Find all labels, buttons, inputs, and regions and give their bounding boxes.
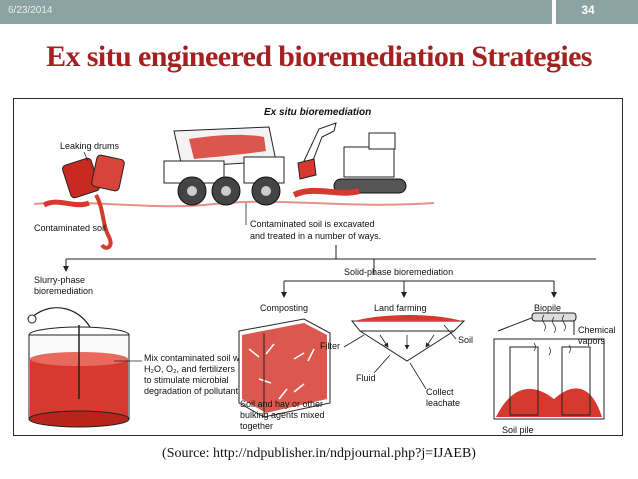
- slide-title: Ex situ engineered bioremediation Strate…: [46, 40, 592, 73]
- composting-pile-illustration: [238, 318, 331, 418]
- collect-label-line1: Collect: [426, 387, 454, 397]
- soil-label: Soil: [458, 335, 473, 345]
- solid-phase-label: Solid-phase bioremediation: [344, 267, 453, 277]
- biopile-illustration: [493, 312, 605, 420]
- bioremediation-diagram: Ex situ bioremediation Leaking drums Con…: [13, 98, 623, 436]
- filter-label: Filter: [320, 341, 340, 351]
- chemical-vapors-label-line2: vapors: [578, 336, 606, 346]
- diagram-heading: Ex situ bioremediation: [264, 107, 371, 118]
- mix-label-line4: degradation of pollutants: [144, 386, 243, 396]
- chemical-vapors-label-line1: Chemical: [578, 325, 616, 335]
- mix-label-line3: to stimulate microbial: [144, 375, 229, 385]
- collect-label-line2: leachate: [426, 398, 460, 408]
- biopile-label: Biopile: [534, 303, 561, 313]
- soil-hay-label-line3: together: [240, 421, 273, 431]
- leaking-drums-label: Leaking drums: [60, 141, 120, 151]
- excavation-label-line2: and treated in a number of ways.: [250, 231, 381, 241]
- diagram-canvas: Ex situ bioremediation Leaking drums Con…: [27, 107, 616, 435]
- mix-label-line2: H₂O, O₂, and fertilizers: [144, 364, 236, 374]
- soil-hay-label-line2: bulking agents mixed: [240, 410, 325, 420]
- leaking-drums-illustration: [42, 154, 125, 250]
- slide-page-number: 34: [581, 3, 595, 17]
- dump-truck-illustration: [163, 126, 285, 206]
- slide-date: 6/23/2014: [8, 5, 53, 16]
- ground-line: [33, 200, 435, 208]
- mix-label-line1: Mix contaminated soil with: [144, 353, 249, 363]
- slurry-phase-label-line2: bioremediation: [34, 286, 93, 296]
- slurry-reactor-illustration: [27, 307, 130, 428]
- excavator-illustration: [292, 122, 407, 198]
- excavation-label-line1: Contaminated soil is excavated: [250, 219, 375, 229]
- contaminated-soil-label: Contaminated soil: [34, 223, 106, 233]
- soil-hay-label-line1: Soil and hay or other: [240, 399, 323, 409]
- land-farming-illustration: [350, 315, 466, 362]
- fluid-label: Fluid: [356, 373, 376, 383]
- slurry-phase-label-line1: Slurry-phase: [34, 275, 85, 285]
- source-citation: (Source: http://ndpublisher.in/ndpjourna…: [162, 446, 476, 461]
- slide-header-bar: 6/23/2014 34: [0, 0, 638, 24]
- land-farming-label: Land farming: [374, 303, 427, 313]
- header-separator: [552, 0, 556, 24]
- process-flow-arrows: [63, 245, 596, 298]
- soil-pile-label: Soil pile: [502, 425, 534, 435]
- composting-label: Composting: [260, 303, 308, 313]
